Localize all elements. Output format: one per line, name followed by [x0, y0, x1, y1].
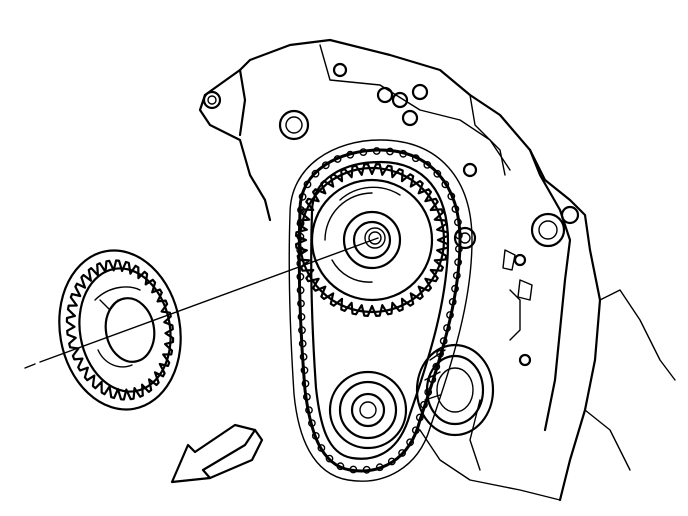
chain-link	[298, 192, 307, 201]
chain-link	[451, 205, 460, 213]
chain-link	[311, 169, 320, 178]
chain-link	[441, 180, 450, 189]
chain-link	[433, 169, 442, 178]
chain-link	[452, 271, 461, 280]
chain-link	[298, 339, 307, 348]
chain-link	[443, 324, 451, 332]
chain-link	[372, 147, 381, 155]
chain-links	[296, 147, 463, 474]
chain-link	[411, 426, 420, 435]
chain-link	[300, 366, 309, 375]
chain-link	[387, 457, 396, 466]
chain-link	[317, 444, 326, 452]
chain-link	[325, 454, 334, 463]
chain-link	[333, 155, 342, 163]
chain-link	[296, 286, 305, 295]
chain-link	[454, 258, 462, 267]
chain-link	[303, 180, 312, 189]
alignment-centerline	[24, 237, 379, 369]
chain-link	[302, 392, 311, 401]
chain-link	[297, 312, 306, 321]
arrow-down-left-icon	[170, 423, 264, 484]
chain-link	[454, 244, 463, 253]
chain-link	[299, 352, 308, 361]
crankshaft-sprocket	[328, 370, 408, 450]
chain-link	[362, 465, 371, 474]
chain-link	[305, 406, 313, 414]
engine-front-cover	[198, 38, 676, 502]
chain-link	[439, 337, 448, 345]
chain-link	[448, 297, 457, 306]
gear-teeth	[65, 259, 175, 401]
chain-link	[311, 431, 320, 440]
chain-link	[359, 148, 368, 157]
chain-link	[375, 463, 384, 472]
crankshaft-pulley	[415, 343, 495, 437]
gear-teeth	[295, 163, 449, 317]
chain-link	[453, 218, 462, 227]
chain-link	[298, 326, 306, 335]
chain-link	[454, 231, 463, 240]
chain-link	[423, 160, 432, 169]
chain-link	[411, 154, 420, 163]
chain-link	[420, 400, 428, 409]
chain-link	[296, 272, 305, 281]
chain-link	[301, 379, 310, 388]
chain-link	[451, 284, 459, 293]
chain-link	[436, 349, 444, 358]
chain-link	[446, 311, 454, 319]
chain-link	[386, 147, 394, 156]
removed-sprocket	[58, 249, 182, 411]
chain-link	[415, 413, 424, 422]
chain-link	[399, 149, 408, 158]
chain-link	[398, 449, 406, 457]
chain-link	[346, 150, 355, 159]
chain-link	[336, 462, 345, 471]
chain-link	[297, 299, 305, 308]
camshaft-sprocket	[295, 163, 449, 317]
cover-bolt-holes	[202, 62, 580, 367]
chain-link	[349, 465, 358, 474]
chain-link	[307, 419, 316, 427]
chain-link	[321, 161, 330, 170]
chain-link	[406, 438, 414, 447]
chain-link	[447, 192, 456, 201]
